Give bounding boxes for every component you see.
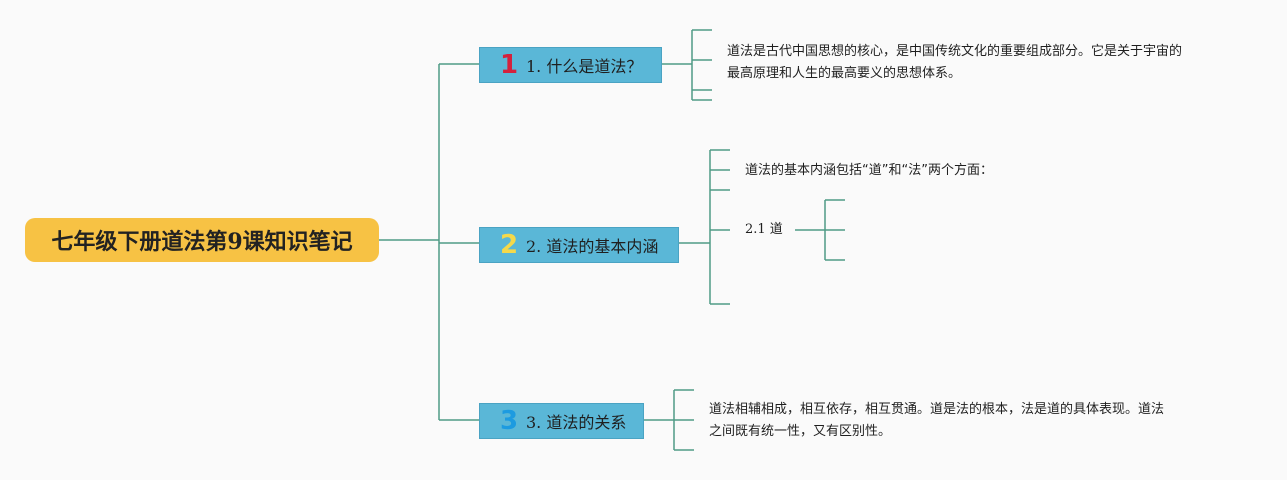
topic-text-3: 道法相辅相成，相互依存，相互贯通。道是法的根本，法是道的具体表现。道法 之间既有… [709, 402, 1165, 439]
number-badge-2-icon: 2 [499, 230, 519, 260]
subtopic-label-2-1[interactable]: 2.1 道 [745, 222, 783, 237]
topic-node-1[interactable]: 1 1. 什么是道法？ [479, 47, 662, 83]
topic-label-2: 2. 道法的基本内涵 [526, 237, 659, 256]
number-badge-1-icon: 1 [499, 50, 519, 80]
topic-node-3[interactable]: 3 3. 道法的关系 [479, 403, 644, 439]
central-node-label: 七年级下册道法第9课知识笔记 [51, 229, 353, 255]
topic-text-1: 道法是古代中国思想的核心，是中国传统文化的重要组成部分。它是关于宇宙的 最高原理… [727, 44, 1183, 81]
number-badge-3-icon: 3 [499, 406, 519, 436]
topic-text-2: 道法的基本内涵包括“道”和“法”两个方面： [745, 163, 993, 178]
topic-label-1: 1. 什么是道法？ [526, 57, 643, 76]
topic-label-3: 3. 道法的关系 [526, 413, 627, 432]
topic-node-2[interactable]: 2 2. 道法的基本内涵 [479, 227, 679, 263]
central-node[interactable]: 七年级下册道法第9课知识笔记 [25, 218, 379, 262]
